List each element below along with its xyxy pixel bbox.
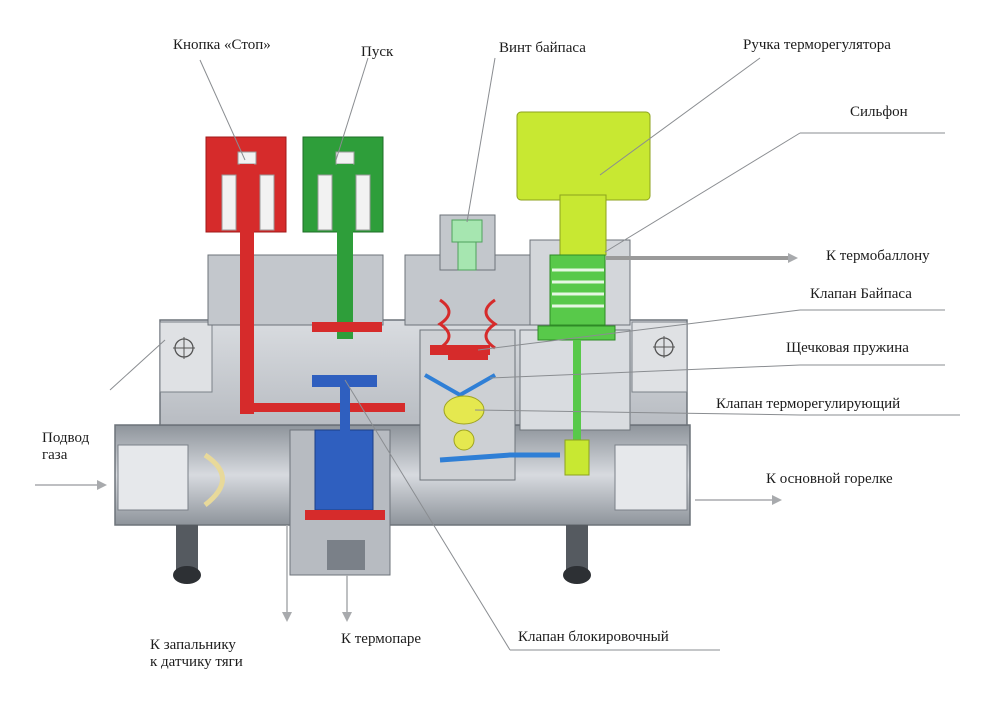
label-bypass-screw: Винт байпаса (499, 40, 586, 56)
thermostatic-valve-part (424, 345, 560, 463)
label-thermostat-knob: Ручка терморегулятора (743, 37, 891, 53)
label-to-pilot: К запальнику к датчику тяги (150, 637, 243, 670)
label-to-thermobulb: К термобаллону (826, 248, 930, 264)
label-to-thermocouple: К термопаре (341, 631, 422, 647)
label-snap-spring: Щечковая пружина (786, 340, 909, 356)
label-stop-button: Кнопка «Стоп» (173, 37, 271, 53)
lock-valve-part (305, 375, 385, 570)
outlets (282, 525, 352, 622)
label-bypass-valve: Клапан Байпаса (810, 286, 912, 302)
label-bellows: Сильфон (850, 104, 908, 120)
label-lock-valve: Клапан блокировочный (518, 629, 669, 645)
label-to-main-burner: К основной горелке (766, 471, 893, 487)
start-button-part (302, 136, 384, 339)
label-thermostat-valve: Клапан терморегулирующий (716, 396, 901, 412)
stop-button-part (205, 136, 405, 414)
mounting-feet (173, 525, 591, 584)
thermostat-part (516, 111, 790, 476)
main-pipe (114, 424, 691, 526)
label-gas-inlet: Подвод газа (42, 430, 90, 463)
flow-arrows (35, 253, 798, 505)
label-start: Пуск (361, 44, 394, 60)
leader-lines (109, 57, 960, 651)
